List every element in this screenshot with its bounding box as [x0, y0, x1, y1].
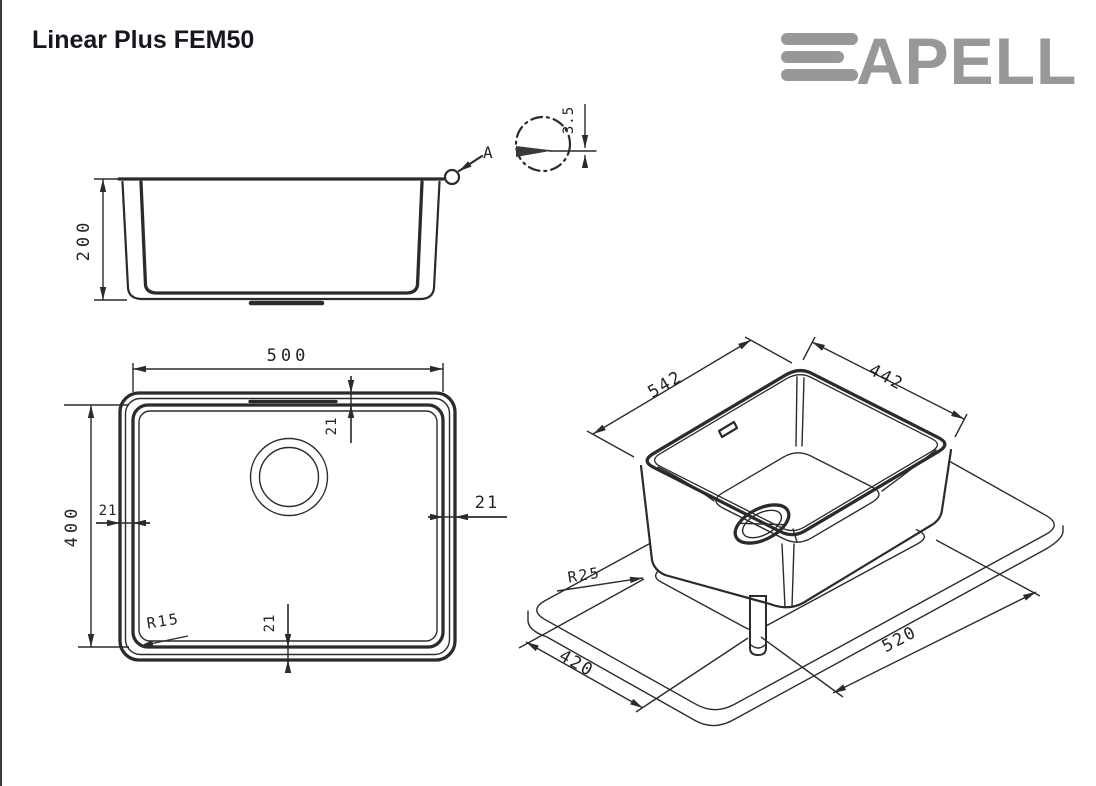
countertop-top-surface [536, 419, 1055, 711]
page-edge [0, 0, 2, 786]
iso-dimensions: 542 442 520 420 R25 [518, 336, 1041, 713]
plan-drain-inner [258, 446, 320, 508]
sink-exterior [639, 448, 953, 609]
plan-view: 500 400 21 21 21 21 [62, 346, 507, 673]
plan-drain-outer [249, 437, 329, 517]
drawing-title: Linear Plus FEM50 [32, 26, 255, 54]
dim-cutout-width-420: 420 [556, 646, 598, 681]
dim-rim-thickness: 3.5 [561, 106, 577, 134]
iso-view: 542 442 520 420 R25 [518, 336, 1064, 727]
dim-cutout-length-520: 520 [879, 622, 921, 657]
dim-rim-offset-left-21: 21 [99, 503, 118, 519]
rim-section-profile [516, 146, 553, 157]
side-outer-shell [121, 180, 441, 301]
detail-marker-circle [443, 168, 461, 186]
dim-rim-offset-right-21: 21 [475, 493, 499, 513]
dim-rim-offset-top-21: 21 [324, 417, 340, 436]
brand-logo: APELL [781, 24, 1077, 98]
countertop-thickness-edge [527, 525, 1064, 727]
detail-marker-label: A [483, 143, 493, 162]
dim-rim-offset-bottom-21: 21 [262, 614, 278, 633]
sink-bowl-bottom [715, 452, 880, 543]
dim-cutout-radius-r25: R25 [566, 564, 602, 587]
logo-bar-bottom [781, 69, 858, 81]
sink-drain-pipe [749, 595, 767, 657]
dim-bowl-width-500: 500 [267, 346, 310, 366]
logo-wordmark: APELL [856, 24, 1077, 98]
logo-bar-top [781, 33, 858, 45]
dim-depth-200: 200 [74, 219, 94, 262]
side-view: 200 A [74, 143, 493, 306]
dim-overall-length-542: 542 [645, 367, 687, 403]
dim-bowl-depth-400: 400 [62, 505, 82, 548]
dim-overall-width-442: 442 [865, 360, 907, 395]
detail-circle [514, 115, 572, 173]
detail-view-section-a: 3.5 [514, 104, 597, 173]
sink-drain-hole [733, 503, 791, 545]
side-bowl-wall [139, 180, 424, 295]
logo-bar-middle [781, 51, 844, 63]
dim-bowl-radius-r15: R15 [145, 610, 181, 633]
